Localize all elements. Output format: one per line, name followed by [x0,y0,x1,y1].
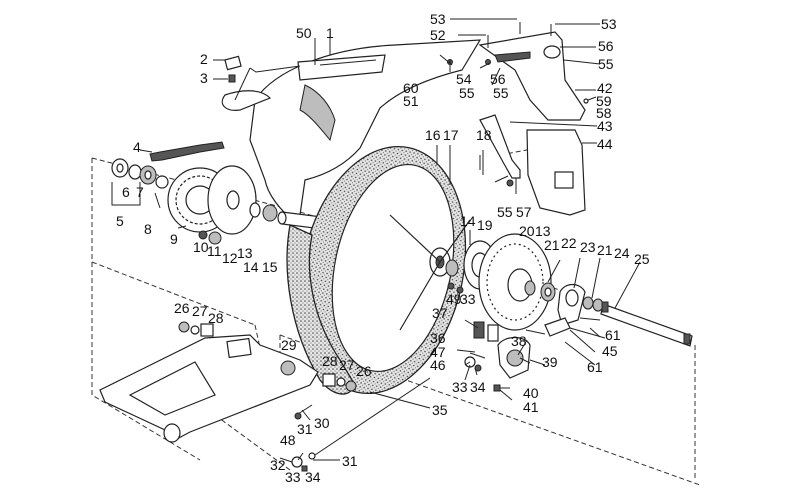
callout-55c: 55 [493,85,509,101]
callout-48: 48 [280,432,296,448]
callout-1: 1 [326,25,334,41]
callout-50: 50 [296,25,312,41]
callout-40: 40 [523,385,539,401]
callout-31a: 31 [297,421,313,437]
callout-34a: 34 [305,469,321,485]
callout-27a: 27 [192,303,208,319]
callout-33c: 33 [460,291,476,307]
callout-14b: 14 [460,213,476,229]
callout-26a: 26 [174,300,190,316]
callout-5: 5 [116,213,124,229]
drive-chain [149,141,225,162]
brake-disc-assembly [463,233,556,331]
callout-4: 4 [133,139,141,155]
callout-33a: 33 [285,469,301,485]
callout-16: 16 [425,127,441,143]
callout-10: 10 [193,239,209,255]
callout-14a: 14 [243,259,259,275]
callout-59: 59 [596,93,612,109]
callout-28a: 28 [208,310,224,326]
callout-24: 24 [614,245,630,261]
callout-61a: 61 [605,327,621,343]
callout-56a: 56 [598,38,614,54]
callout-36: 36 [430,330,446,346]
callout-53a: 53 [430,11,446,27]
callout-11: 11 [207,243,222,259]
callout-13b: 13 [535,223,551,239]
callout-54: 54 [456,71,472,87]
callout-26b: 26 [356,363,372,379]
callout-17: 17 [443,127,459,143]
callout-46: 46 [430,357,446,373]
callout-9: 9 [170,231,178,247]
callout-58: 58 [596,105,612,121]
callout-8: 8 [144,221,152,237]
callout-6: 6 [122,184,130,200]
callout-38: 38 [511,333,527,349]
callout-37: 37 [432,305,448,321]
callout-44: 44 [597,136,613,152]
callout-33b: 33 [452,379,468,395]
sprocket-assembly [111,158,331,245]
callout-12: 12 [222,250,238,266]
callout-55d: 55 [497,204,513,220]
fender-screws [447,22,552,170]
rear-fender [221,39,482,223]
callout-29: 29 [281,337,297,353]
callout-56b: 56 [490,71,506,87]
callout-23: 23 [580,239,596,255]
callout-55a: 55 [598,56,614,72]
callout-61b: 61 [587,359,603,375]
callout-45: 45 [602,343,618,359]
callout-57: 57 [516,204,532,220]
fender-clip [224,55,242,83]
rear-wheel [286,145,471,395]
callout-43: 43 [597,118,613,134]
callout-42: 42 [597,80,613,96]
callout-2: 2 [200,51,208,67]
callout-49: 49 [446,291,462,307]
callout-41: 41 [523,399,539,415]
callout-7: 7 [136,184,144,200]
callout-19: 19 [477,217,493,233]
callout-labels: 1 2 3 4 5 6 7 8 9 10 11 12 13 14 15 16 1… [116,11,650,485]
callout-27b: 27 [339,357,355,373]
caliper-bracket [557,283,693,347]
callout-52: 52 [430,27,446,43]
callout-60: 60 [403,80,419,96]
callout-28b: 28 [322,353,338,369]
callout-13a: 13 [237,245,253,261]
callout-21a: 21 [544,237,560,253]
callout-39: 39 [542,354,558,370]
callout-32: 32 [270,457,286,473]
callout-53b: 53 [601,16,617,32]
plate-holder [478,31,597,216]
callout-47: 47 [430,344,446,360]
callout-55b: 55 [459,85,475,101]
callout-35: 35 [432,402,448,418]
callout-34b: 34 [470,379,486,395]
leader-lines [111,18,641,461]
swingarm-hardware [178,282,482,472]
callout-20: 20 [519,223,535,239]
swingarm [99,334,319,443]
callout-22: 22 [561,235,577,251]
callout-31b: 31 [342,453,358,469]
callout-21b: 21 [597,242,613,258]
callout-51: 51 [403,93,419,109]
callout-30: 30 [314,415,330,431]
callout-18: 18 [476,127,492,143]
callout-25: 25 [634,251,650,267]
callout-15: 15 [262,259,278,275]
callout-3: 3 [200,70,208,86]
